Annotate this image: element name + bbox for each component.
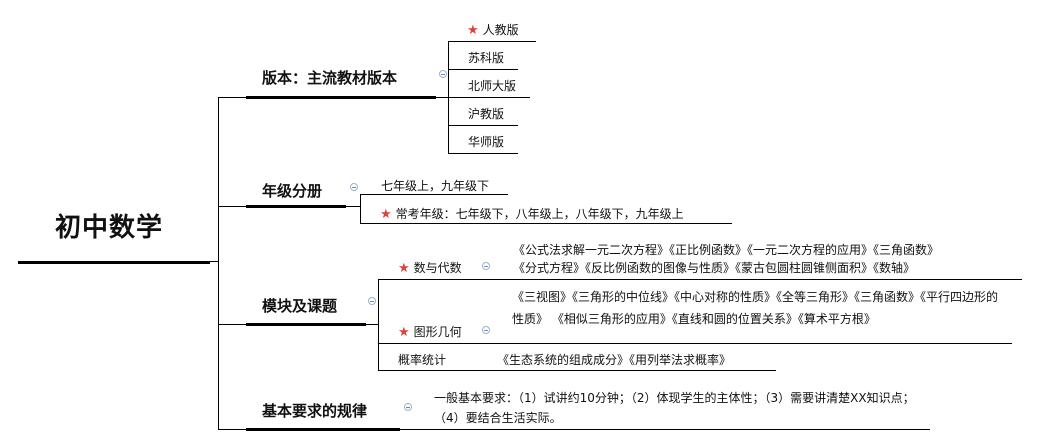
edition-item-line	[448, 69, 518, 70]
collapse-icon[interactable]	[368, 297, 376, 305]
star-icon: ★	[380, 207, 392, 222]
collapse-icon[interactable]	[439, 70, 447, 78]
grade-underline	[246, 205, 346, 208]
grade-branch-line	[218, 206, 246, 207]
collapse-icon[interactable]	[404, 403, 412, 411]
modules-connector	[366, 324, 378, 325]
collapse-icon[interactable]	[350, 183, 358, 191]
requirements-text: 一般基本要求：（1）试讲约10分钟；（2）体现学生的主体性；（3）需要讲清楚XX…	[434, 391, 915, 425]
geometry-line	[378, 343, 494, 344]
probability-node[interactable]: 概率统计	[398, 353, 447, 367]
edition-item[interactable]: ★人教版	[467, 23, 519, 38]
grade-item[interactable]: ★常考年级：七年级下，八年级上，八年级下，九年级上	[380, 207, 684, 222]
geometry-node[interactable]: ★图形几何	[398, 325, 462, 340]
grade-item-line	[360, 194, 508, 195]
probability-line	[378, 370, 494, 371]
requirements-underline	[246, 428, 400, 431]
edition-item[interactable]: 沪教版	[468, 107, 505, 121]
grade-topic[interactable]: 年级分册	[262, 182, 323, 200]
main-connector	[218, 97, 219, 430]
root-topic[interactable]: 初中数学	[55, 213, 164, 243]
edition-item-line	[448, 97, 530, 98]
edition-connector	[436, 97, 448, 98]
algebra-topics-line	[494, 279, 1022, 280]
probability-topics: 《生态系统的组成成分》《用列举法求概率》	[497, 353, 732, 367]
requirements-text-line	[400, 429, 930, 430]
probability-topics-line	[494, 370, 776, 371]
edition-item[interactable]: 华师版	[468, 135, 505, 149]
collapse-icon[interactable]	[482, 262, 490, 270]
edition-branch-line	[218, 97, 246, 98]
edition-underline	[246, 96, 436, 99]
edition-item-line	[448, 41, 536, 42]
geometry-topics: 《三视图》《三角形的中位线》《中心对称的性质》《全等三角形》《三角函数》《平行四…	[512, 290, 999, 326]
grade-item[interactable]: 七年级上，九年级下	[381, 179, 490, 193]
edition-item[interactable]: 苏科版	[468, 51, 505, 65]
edition-topic[interactable]: 版本：主流教材版本	[262, 69, 398, 87]
edition-item-line	[448, 125, 518, 126]
algebra-node[interactable]: ★数与代数	[398, 261, 462, 276]
grade-connector	[346, 206, 360, 207]
requirements-branch-line	[218, 429, 246, 430]
algebra-topics-line1: 《公式法求解一元二次方程》《正比例函数》《一元二次方程的应用》《三角函数》	[513, 243, 940, 257]
edition-item-line	[448, 153, 518, 154]
star-icon: ★	[398, 325, 410, 340]
algebra-line	[378, 279, 494, 280]
star-icon: ★	[398, 261, 410, 276]
star-icon: ★	[467, 23, 479, 38]
modules-topic[interactable]: 模块及课题	[262, 297, 338, 315]
modules-vertical	[378, 279, 379, 371]
root-underline	[18, 261, 210, 264]
edition-item[interactable]: 北师大版	[468, 79, 517, 93]
collapse-icon[interactable]	[482, 326, 490, 334]
modules-branch-line	[218, 324, 246, 325]
geometry-topics-line	[494, 343, 1012, 344]
requirements-topic[interactable]: 基本要求的规律	[262, 402, 368, 420]
grade-vertical	[360, 194, 361, 224]
root-connector	[208, 261, 219, 262]
algebra-topics-line2: 《分式方程》《反比例函数的图像与性质》《蒙古包圆柱圆锥侧面积》《数轴》	[513, 261, 916, 275]
grade-item-line	[360, 223, 732, 224]
modules-underline	[246, 323, 366, 326]
